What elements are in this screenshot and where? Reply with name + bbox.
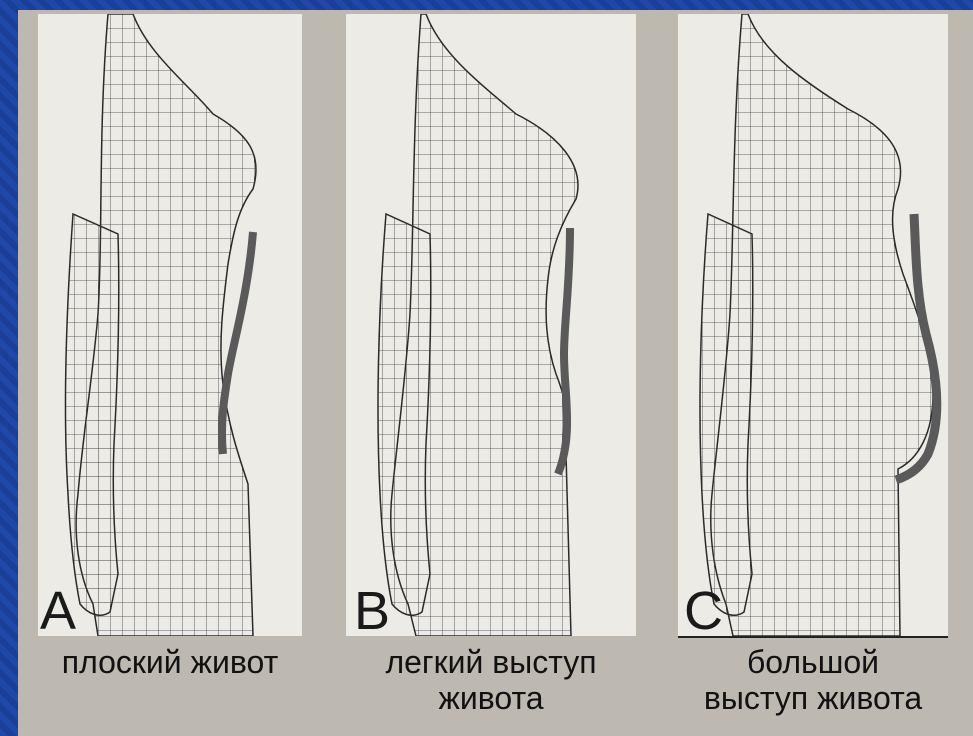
figure-panel-c: C <box>678 14 948 636</box>
wireframe-torso-b-icon <box>346 14 636 636</box>
figure-letter-b: B <box>354 584 390 636</box>
figure-panel-a: A <box>38 14 302 636</box>
caption-c: большой выступ живота <box>668 644 958 716</box>
wireframe-torso-a-icon <box>38 14 302 636</box>
figure-letter-c: C <box>684 584 723 636</box>
caption-b: легкий выступ живота <box>336 644 646 716</box>
caption-a: плоский живот <box>38 644 302 680</box>
caption-c-line-2: выступ живота <box>668 680 958 716</box>
baseline-divider <box>678 636 948 638</box>
caption-b-line-2: живота <box>336 680 646 716</box>
caption-c-line-1: большой <box>668 644 958 680</box>
caption-a-line-1: плоский живот <box>38 644 302 680</box>
wireframe-torso-c-icon <box>678 14 948 636</box>
figure-letter-a: A <box>40 584 76 636</box>
figure-panel-b: B <box>346 14 636 636</box>
caption-b-line-1: легкий выступ <box>336 644 646 680</box>
